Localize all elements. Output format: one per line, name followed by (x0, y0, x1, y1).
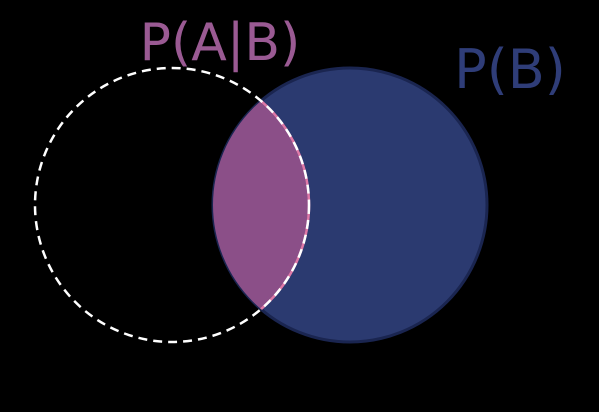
circle-a (33, 66, 311, 344)
label-a-given-b: P(A|B) (140, 13, 301, 73)
label-b: P(B) (454, 38, 566, 101)
